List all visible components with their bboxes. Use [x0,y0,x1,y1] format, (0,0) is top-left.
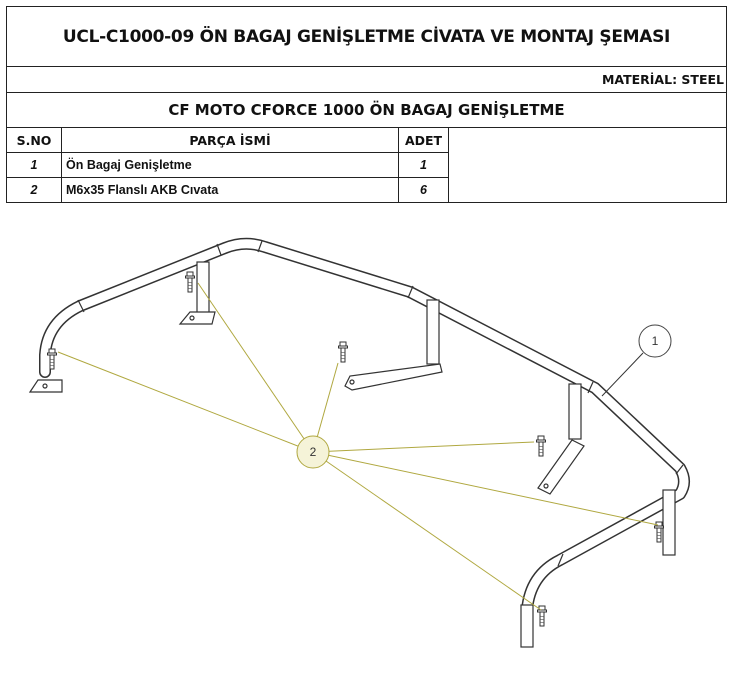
bolt-icon [536,435,546,457]
header-sno: S.NO [6,127,62,153]
svg-text:2: 2 [310,445,317,459]
header-part-name: PARÇA İSMİ [61,127,399,153]
title-block: UCL-C1000-09 ÖN BAGAJ GENİŞLETME CİVATA … [6,6,727,206]
header-qty: ADET [398,127,449,153]
callout-2: 2 [296,435,330,469]
document-title: UCL-C1000-09 ÖN BAGAJ GENİŞLETME CİVATA … [6,6,727,67]
assembly-drawing: 1 2 [28,237,690,648]
row1-qty: 1 [398,152,449,178]
right-bracket [537,383,585,495]
row2-sno: 2 [6,177,62,203]
row1-part-name: Ön Bagaj Genişletme [61,152,399,178]
right-front-leg [520,489,676,648]
row2-part-name: M6x35 Flanslı AKB Cıvata [61,177,399,203]
left-front-leg [28,379,63,393]
bolt-icon [338,341,348,363]
row2-qty: 6 [398,177,449,203]
material-label: MATERİAL: STEEL [6,66,727,93]
table-empty-area [448,127,727,203]
rear-left-mount [178,261,216,325]
middle-bracket [344,299,443,391]
callout-1-leader [601,352,644,397]
row1-sno: 1 [6,152,62,178]
tube-joints [77,240,684,567]
bolt-icon [185,271,195,293]
callout-1: 1 [638,324,672,358]
callout-2-leaders [57,282,659,611]
svg-text:1: 1 [652,334,659,348]
product-subtitle: CF MOTO CFORCE 1000 ÖN BAGAJ GENİŞLETME [6,92,727,128]
rack-frame [39,237,690,646]
